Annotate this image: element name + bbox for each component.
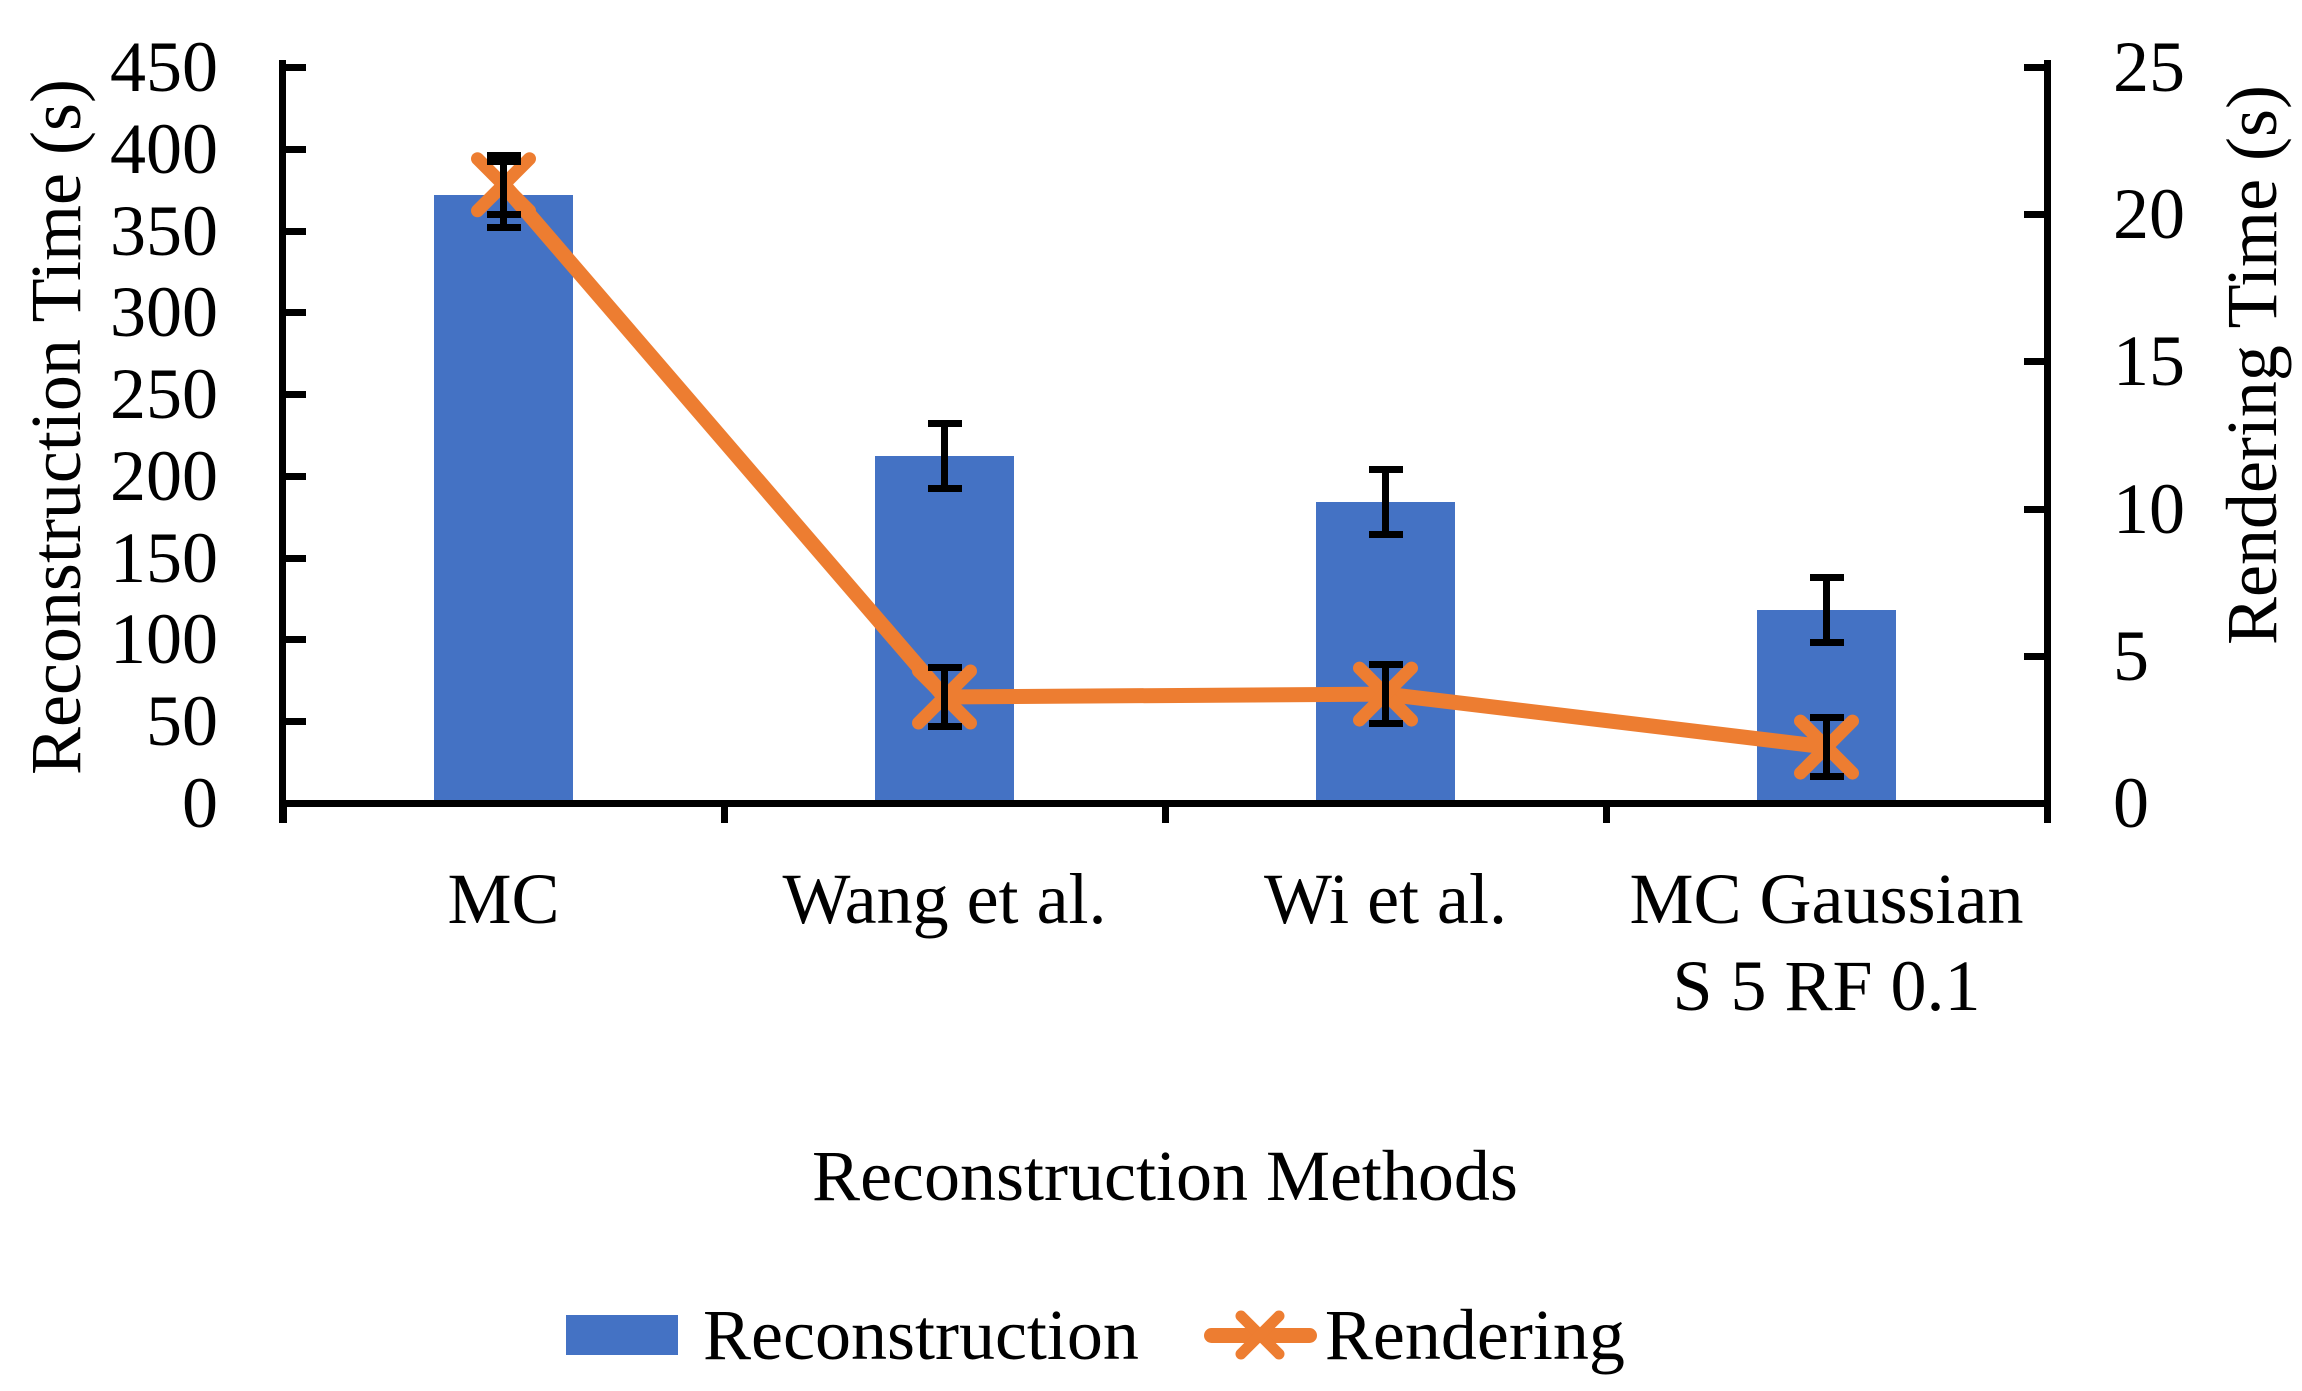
rendering-error-bar-cap-top: [1368, 661, 1403, 669]
bar-wi-et-al-: [1316, 502, 1455, 803]
reconstruction-error-bar-cap-top: [1368, 465, 1403, 473]
rendering-error-bar-cap-bottom: [1368, 720, 1403, 727]
x-axis-tick: [280, 803, 287, 823]
right-axis-tick: [2024, 505, 2047, 513]
right-axis-tick: [2024, 652, 2047, 660]
left-axis-tick-label: 300: [110, 272, 218, 353]
legend-label-rendering: Rendering: [1324, 1295, 1625, 1375]
left-axis-tick: [283, 391, 306, 399]
left-axis-tick: [283, 554, 306, 562]
x-axis-tick: [2044, 803, 2051, 823]
rendering-error-bar-shaft: [500, 155, 507, 215]
reconstruction-error-bar-shaft: [1382, 469, 1389, 535]
x-marker-icon: [1235, 1310, 1285, 1360]
left-axis-tick-label: 100: [110, 599, 218, 680]
category-label: MC: [447, 859, 560, 939]
left-axis-tick-label: 400: [110, 108, 218, 189]
reconstruction-error-bar-cap-bottom: [486, 223, 521, 231]
right-axis-tick-label: 15: [2113, 321, 2185, 402]
right-axis-tick: [2024, 358, 2047, 366]
right-axis-line: [2044, 60, 2051, 823]
reconstruction-error-bar-cap-top: [927, 420, 962, 428]
bar-wang-et-al-: [875, 456, 1014, 803]
reconstruction-error-bar-cap-top: [1809, 573, 1844, 581]
rendering-error-bar-shaft: [941, 667, 948, 727]
reconstruction-error-bar-cap-bottom: [1368, 531, 1403, 539]
left-axis-tick: [283, 227, 306, 235]
left-axis-tick: [283, 800, 306, 807]
right-axis-tick-label: 5: [2113, 615, 2149, 696]
x-axis-title: Reconstruction Methods: [812, 1136, 1518, 1216]
left-axis-tick: [283, 636, 306, 644]
rendering-error-bar-cap-bottom: [486, 210, 521, 218]
right-axis-tick: [2024, 800, 2047, 807]
reconstruction-error-bar-shaft: [1823, 577, 1830, 643]
rendering-error-bar-cap-top: [486, 151, 521, 159]
right-axis-tick: [2024, 211, 2047, 219]
x-axis-tick: [1603, 803, 1610, 823]
rendering-error-bar-cap-bottom: [1809, 773, 1844, 780]
left-axis-line: [279, 60, 286, 823]
rendering-error-bar-shaft: [1823, 717, 1830, 777]
x-axis-tick: [721, 803, 728, 823]
left-axis-tick-label: 150: [110, 517, 218, 598]
left-axis-tick: [283, 309, 306, 317]
right-axis-tick-label: 10: [2113, 468, 2185, 549]
left-axis-tick-label: 0: [182, 763, 218, 843]
right-axis-tick-label: 20: [2113, 174, 2185, 255]
right-axis-tick-label: 25: [2113, 27, 2185, 107]
category-label: MC Gaussian S 5 RF 0.1: [1629, 859, 2024, 1026]
legend-label-reconstruction: Reconstruction: [703, 1295, 1139, 1375]
rendering-error-bar-cap-top: [1809, 714, 1844, 722]
bar-mc: [434, 194, 573, 803]
right-axis-tick: [2024, 64, 2047, 71]
category-label: Wi et al.: [1264, 859, 1507, 939]
rendering-error-bar-cap-bottom: [927, 722, 962, 730]
left-axis-tick-label: 50: [146, 681, 218, 762]
legend: Reconstruction Rendering: [566, 1299, 1625, 1371]
reconstruction-error-bar-shaft: [941, 423, 948, 489]
category-label: Wang et al.: [782, 859, 1107, 939]
left-axis-tick-label: 200: [110, 435, 218, 516]
left-axis-tick-label: 350: [110, 190, 218, 271]
legend-swatch-reconstruction: [566, 1315, 678, 1355]
x-axis-tick: [1162, 803, 1169, 823]
left-axis-tick: [283, 64, 306, 71]
rendering-line: [497, 179, 1828, 755]
right-axis-tick-label: 0: [2113, 763, 2149, 843]
legend-marker-rendering: [1203, 1310, 1317, 1360]
reconstruction-error-bar-cap-bottom: [927, 485, 962, 493]
left-axis-tick-label: 450: [110, 27, 218, 107]
rendering-error-bar-cap-top: [927, 664, 962, 672]
left-axis-tick: [283, 472, 306, 480]
reconstruction-error-bar-cap-bottom: [1809, 639, 1844, 647]
left-axis-tick: [283, 145, 306, 153]
left-axis-tick-label: 250: [110, 354, 218, 435]
left-axis-tick: [283, 718, 306, 726]
rendering-error-bar-shaft: [1382, 664, 1389, 724]
